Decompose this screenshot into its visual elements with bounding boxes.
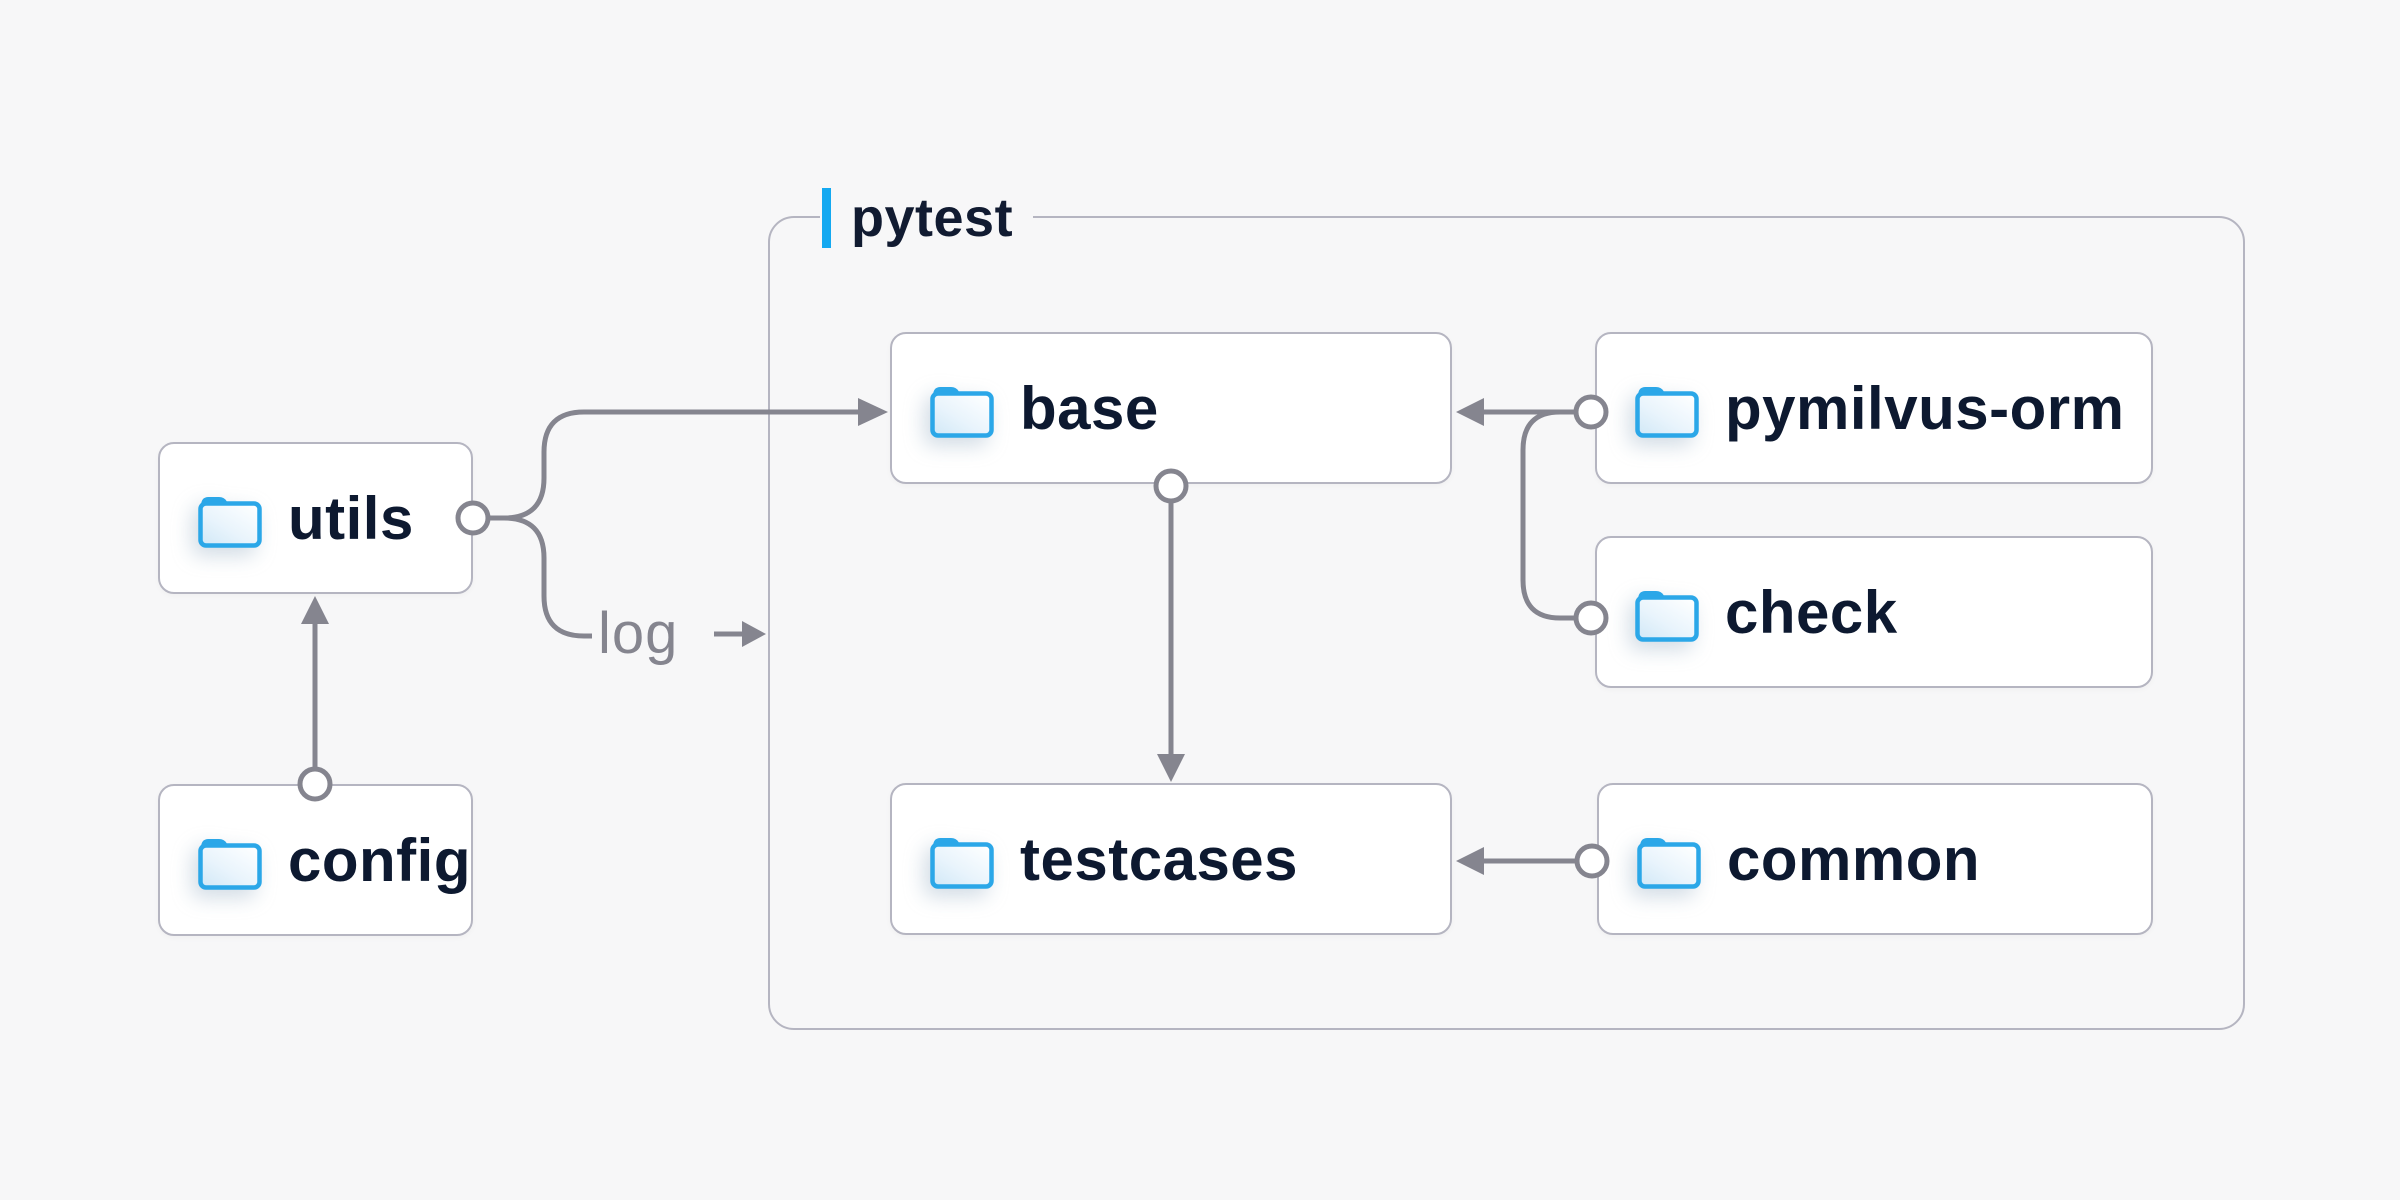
node-label: base [1020, 374, 1159, 442]
arrowhead-up [301, 596, 329, 624]
node-pymilvus-orm: pymilvus-orm [1595, 332, 2153, 484]
folder-icon [198, 490, 262, 548]
node-label: config [288, 826, 471, 894]
node-base: base [890, 332, 1452, 484]
accent-bar [822, 188, 831, 248]
node-label: testcases [1020, 825, 1299, 893]
edge-config-to-utils [297, 596, 333, 802]
folder-icon [930, 831, 994, 889]
node-utils: utils [158, 442, 473, 594]
folder-icon [198, 832, 262, 890]
group-title: pytest [851, 188, 1014, 248]
log-edge-label: log [598, 601, 679, 666]
node-label: common [1727, 825, 1981, 893]
folder-icon [1635, 584, 1699, 642]
folder-icon [930, 380, 994, 438]
node-testcases: testcases [890, 783, 1452, 935]
node-common: common [1597, 783, 2153, 935]
folder-icon [1637, 831, 1701, 889]
node-config: config [158, 784, 473, 936]
pytest-group-label: pytest [820, 187, 1034, 249]
node-label: pymilvus-orm [1725, 374, 2125, 442]
node-label: check [1725, 578, 1898, 646]
node-check: check [1595, 536, 2153, 688]
node-label: utils [288, 484, 414, 552]
pytest-group-box: pytest [768, 187, 2245, 1030]
arrowhead-right [742, 621, 766, 647]
folder-icon [1635, 380, 1699, 438]
